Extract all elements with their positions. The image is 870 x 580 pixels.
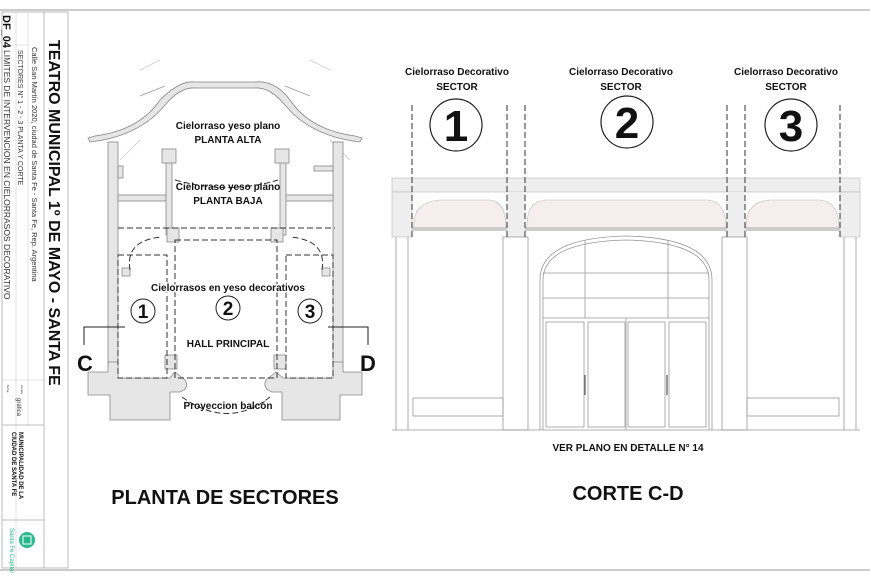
upper-floor-label: PLANTA ALTA [194,135,261,146]
sector-1-sector-label: SECTOR [436,82,478,93]
sector-1-label: Cielorraso Decorativo [405,67,509,78]
hall-label: HALL PRINCIPAL [187,339,269,350]
scale-label: gráfica [15,398,21,417]
address: Calle San Martín 2020, ciudad de Santa F… [30,47,39,283]
sector-number-2: 2 [223,299,234,320]
section-sector-marker-3 [764,98,818,152]
sector-2-sector-label: SECTOR [600,82,642,93]
sheet-title: LIMITES DE INTERVENCION EN CIELORRASOS D… [2,50,12,300]
title-block: DF_04 LIMITES DE INTERVENCION EN CIELORR… [0,11,69,573]
sector-marker-1 [130,298,156,324]
sector-number-1: 1 [138,302,149,323]
cut-end-label: D [360,351,376,376]
section-sector-marker-1 [429,98,483,152]
section-cd: Cielorraso Decorativo SECTOR 1 Cielorras… [391,67,861,505]
section-sector-number-1: 1 [444,102,468,151]
date-small-label: fecha [6,385,10,393]
sector-2-label: Cielorraso Decorativo [569,67,673,78]
municipality-line2: CIUDAD DE SANTA FE [10,432,16,496]
municipality-logo-icon [19,532,35,548]
logo-text: Santa Fe Capital [8,528,14,573]
sector-number-3: 3 [305,302,316,323]
decorative-ceiling-1 [413,199,507,229]
scale-small-label: escala [20,385,24,394]
balcony-label: Proyeccion balcón [184,401,273,412]
section-sector-marker-2 [600,95,654,149]
decorative-ceiling-3 [745,199,840,229]
section-sector-number-3: 3 [779,102,803,151]
floor-plan: Cielorraso yeso plano PLANTA ALTA Cielor… [77,59,376,509]
municipality-line1: MUNICIPALIDAD DE LA [17,432,23,500]
section-title: CORTE C-D [572,483,683,505]
decorative-ceiling-2 [526,199,727,229]
upper-ceiling-label: Cielorraso yeso plano [176,121,280,132]
decorative-ceiling-label: Cielorrasos en yeso decorativos [151,283,305,294]
lower-floor-label: PLANTA BAJA [193,196,262,207]
sector-3-label: Cielorraso Decorativo [734,67,838,78]
cut-start-label: C [77,351,93,376]
section-sector-number-2: 2 [615,99,639,148]
project-title: TEATRO MUNICIPAL 1º DE MAYO - SANTA FE [45,40,62,386]
sector-marker-3 [297,298,323,324]
sheet-subtitle: SECTORES N° 1 - 2 - 3 PLANTA Y CORTE [16,50,24,186]
detail-reference-note: VER PLANO EN DETALLE N° 14 [552,443,703,454]
sheet-code: DF_04 [0,15,12,49]
sector-marker-2 [215,295,241,321]
plan-title: PLANTA DE SECTORES [111,487,338,509]
sector-3-sector-label: SECTOR [765,82,807,93]
lower-ceiling-label: Cielorraso yeso plano [176,182,280,193]
